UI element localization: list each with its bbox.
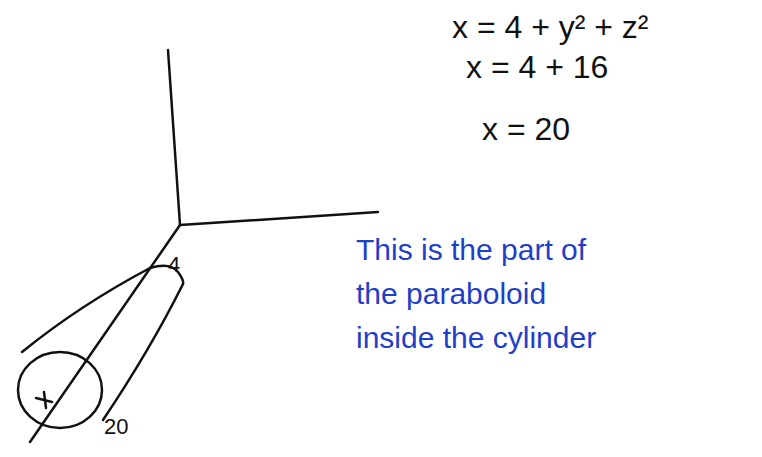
- cross-mark: [36, 392, 52, 408]
- equation: x = 20: [482, 110, 570, 148]
- equation: x = 4 + y² + z²: [452, 8, 649, 46]
- note: This is the part of the paraboloid insid…: [356, 228, 626, 360]
- cylinder-circle: [18, 352, 102, 428]
- equation: x = 4 + 16: [466, 48, 608, 86]
- dimension-label: 4: [168, 252, 180, 278]
- z-axis: [168, 50, 180, 225]
- y-axis: [180, 212, 378, 225]
- paraboloid-edge: [22, 268, 150, 352]
- dimension-label: 20: [104, 414, 128, 440]
- paraboloid-edge: [103, 284, 183, 420]
